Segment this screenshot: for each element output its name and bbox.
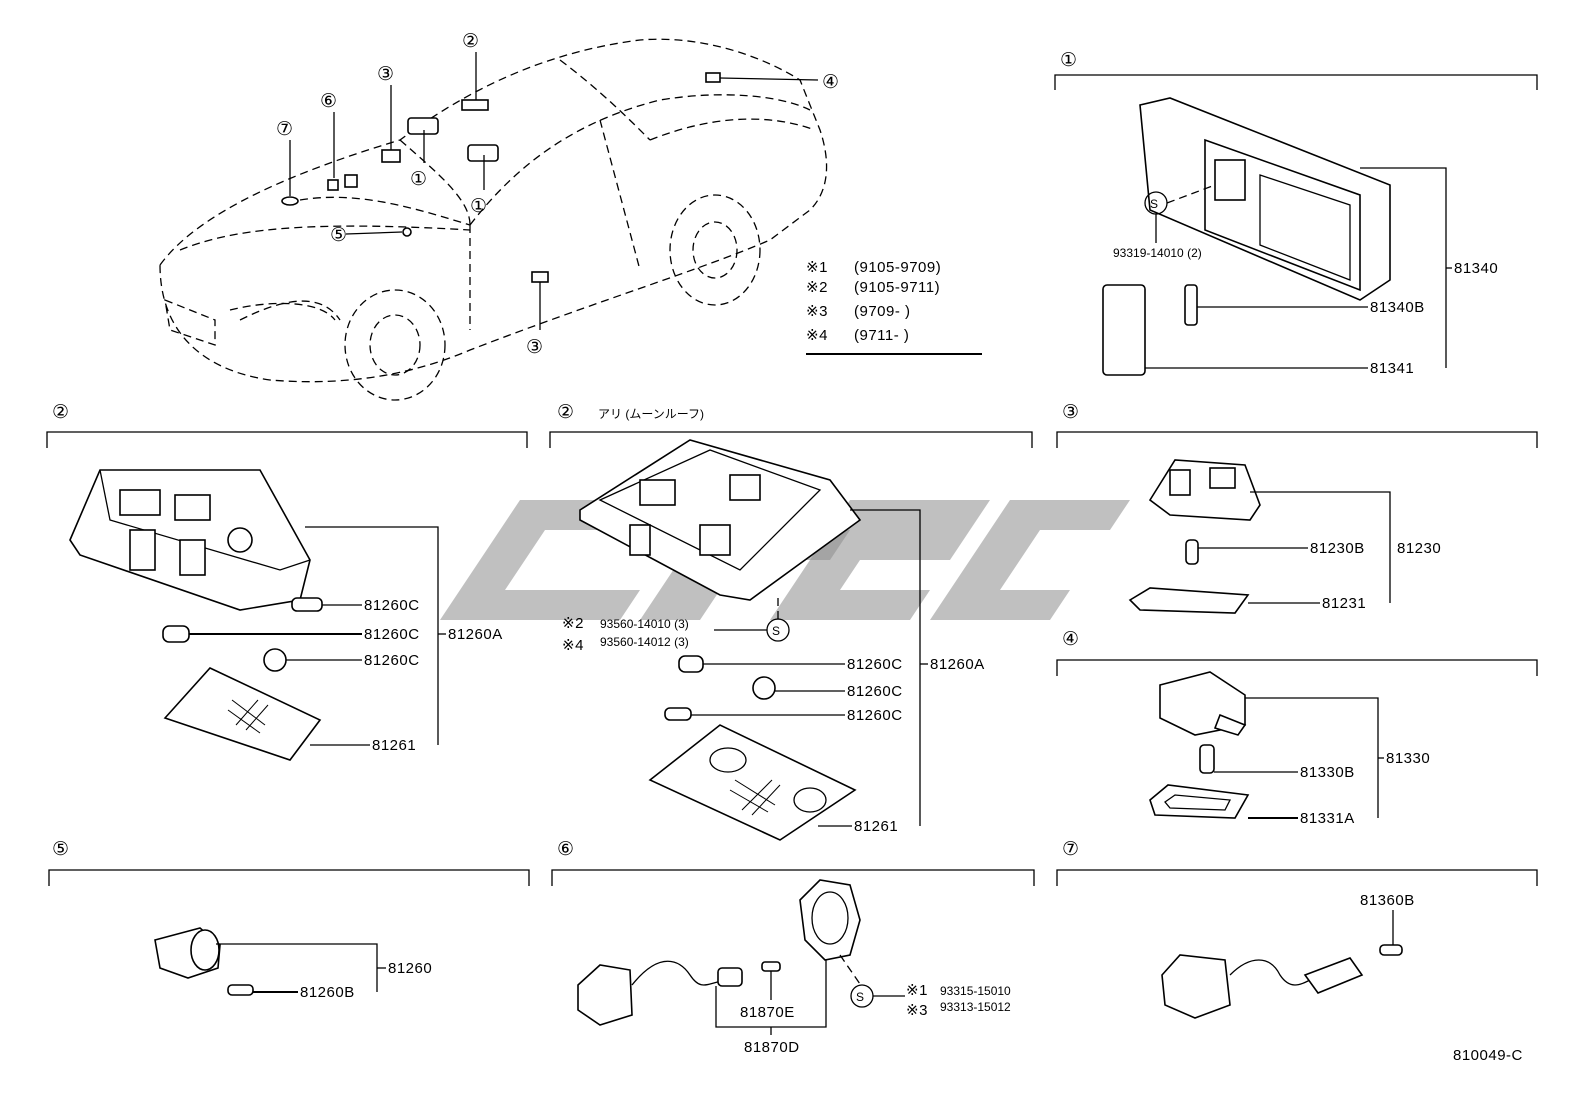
callout-6: ⑥ <box>320 91 337 112</box>
svg-text:※1: ※1 <box>906 982 928 999</box>
part-81261-b: 81261 <box>854 818 898 835</box>
callout-3-top: ③ <box>377 64 394 85</box>
part-81260C-d: 81260C <box>847 656 903 673</box>
part-81870D: 81870D <box>744 1039 800 1056</box>
section-2-map-lamp: ② 81260C 81260C 81260C 81260A 81261 <box>46 402 528 761</box>
part-93319-14010: 93319-14010 (2) <box>1113 246 1202 260</box>
part-81340: 81340 <box>1454 260 1498 277</box>
svg-text:※3: ※3 <box>906 1002 928 1019</box>
callout-1-left: ① <box>410 169 427 190</box>
svg-text:②: ② <box>557 402 574 423</box>
date-legend: ※1 (9105-9709) ※2 (9105-9711) ※3 (9709- … <box>806 259 982 355</box>
svg-text:S: S <box>772 624 780 638</box>
svg-text:※4: ※4 <box>806 327 828 344</box>
car-illustration <box>159 38 828 401</box>
svg-text:(9711- ): (9711- ) <box>854 327 909 344</box>
part-81261: 81261 <box>372 737 416 754</box>
section-5-lamp: ⑤ 81260 81260B <box>48 839 530 1001</box>
svg-text:⑦: ⑦ <box>1062 839 1079 860</box>
moonroof-note: アリ (ムーンルーフ) <box>598 407 704 421</box>
svg-text:※2: ※2 <box>806 279 828 296</box>
svg-text:②: ② <box>52 402 69 423</box>
svg-text:(9105-9709): (9105-9709) <box>854 259 941 276</box>
svg-text:S: S <box>1150 197 1158 211</box>
part-81260C-f: 81260C <box>847 707 903 724</box>
part-81260C-e: 81260C <box>847 683 903 700</box>
svg-text:(9105-9711): (9105-9711) <box>854 279 940 296</box>
part-81260B: 81260B <box>300 984 355 1001</box>
part-81230B: 81230B <box>1310 540 1365 557</box>
part-81331A: 81331A <box>1300 810 1355 827</box>
part-81260: 81260 <box>388 960 432 977</box>
callout-7: ⑦ <box>276 119 293 140</box>
callout-3-bottom: ③ <box>526 337 543 358</box>
part-81230: 81230 <box>1397 540 1441 557</box>
section-3-courtesy-lamp: ③ 81230B 81230 81231 <box>1056 402 1538 614</box>
part-93560-14010: 93560-14010 (3) <box>600 617 689 631</box>
part-81870E: 81870E <box>740 1004 795 1021</box>
svg-text:⑤: ⑤ <box>52 839 69 860</box>
part-81341: 81341 <box>1370 360 1414 377</box>
callout-2: ② <box>462 31 479 52</box>
callout-1-right: ① <box>470 196 487 217</box>
part-81260A: 81260A <box>448 626 503 643</box>
svg-text:⑥: ⑥ <box>557 839 574 860</box>
svg-text:①: ① <box>1060 50 1077 71</box>
callout-4: ④ <box>822 72 839 93</box>
callout-5: ⑤ <box>330 225 347 246</box>
part-81260C-b: 81260C <box>364 626 420 643</box>
svg-text:③: ③ <box>1062 402 1079 423</box>
section-6-lamp: ⑥ S ※1 93315-15010 ※3 93313-15012 81870E… <box>551 839 1035 1056</box>
svg-text:※2: ※2 <box>562 615 584 632</box>
part-81330B: 81330B <box>1300 764 1355 781</box>
svg-text:※3: ※3 <box>806 303 828 320</box>
part-81340B: 81340B <box>1370 299 1425 316</box>
svg-text:(9709- ): (9709- ) <box>854 303 911 320</box>
svg-text:※1: ※1 <box>806 259 828 276</box>
diagram-code: 810049-C <box>1453 1047 1523 1064</box>
part-81231: 81231 <box>1322 595 1366 612</box>
part-81260C-a: 81260C <box>364 597 420 614</box>
part-93313-15012: 93313-15012 <box>940 1000 1011 1014</box>
part-93315-15010: 93315-15010 <box>940 984 1011 998</box>
section-4-luggage-lamp: ④ 81330 81330B 81331A <box>1056 629 1538 827</box>
part-81360B: 81360B <box>1360 892 1415 909</box>
part-81260C-c: 81260C <box>364 652 420 669</box>
part-93560-14012: 93560-14012 (3) <box>600 635 689 649</box>
part-81330: 81330 <box>1386 750 1430 767</box>
part-81260A-b: 81260A <box>930 656 985 673</box>
section-1-vanity-lamp: ① S 93319-14010 (2) 81340 81340B 81341 <box>1054 50 1538 377</box>
section-2-moonroof-map-lamp: ② アリ (ムーンルーフ) S ※2 93560-14010 (3) ※4 93… <box>549 402 1033 841</box>
svg-text:※4: ※4 <box>562 637 584 654</box>
section-7-lamp: ⑦ 81360B <box>1056 839 1538 1019</box>
svg-text:S: S <box>856 990 864 1004</box>
svg-text:④: ④ <box>1062 629 1079 650</box>
